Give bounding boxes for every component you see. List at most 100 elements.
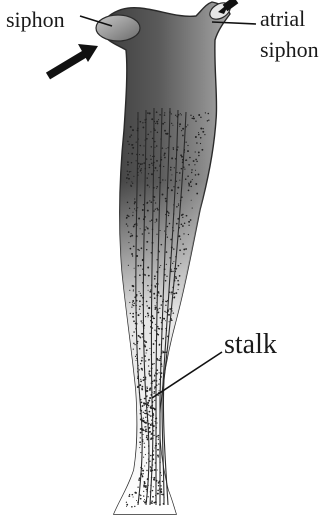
stipple-dot bbox=[175, 268, 177, 270]
stipple-dot bbox=[135, 492, 137, 494]
stipple-dot bbox=[134, 208, 135, 209]
stipple-dot bbox=[174, 296, 175, 297]
stipple-dot bbox=[150, 470, 152, 472]
stipple-dot bbox=[171, 113, 172, 114]
stipple-dot bbox=[134, 201, 136, 203]
stipple-dot bbox=[151, 392, 152, 393]
stipple-dot bbox=[170, 167, 172, 169]
stipple-dot bbox=[152, 438, 153, 439]
stipple-dot bbox=[140, 363, 141, 364]
stipple-dot bbox=[152, 503, 153, 504]
stipple-dot bbox=[158, 482, 160, 484]
stipple-dot bbox=[131, 233, 132, 234]
stipple-dot bbox=[139, 154, 140, 155]
stipple-dot bbox=[165, 352, 167, 354]
stipple-dot bbox=[187, 150, 189, 152]
stipple-dot bbox=[175, 271, 176, 272]
stipple-dot bbox=[178, 284, 180, 286]
stipple-dot bbox=[147, 316, 148, 317]
stipple-dot bbox=[182, 217, 183, 218]
stipple-dot bbox=[169, 223, 171, 225]
stipple-dot bbox=[129, 290, 130, 291]
stipple-dot bbox=[140, 444, 141, 445]
stipple-dot bbox=[170, 169, 172, 171]
stipple-dot bbox=[150, 333, 151, 334]
stipple-dot bbox=[148, 485, 149, 486]
stipple-dot bbox=[126, 217, 128, 219]
stipple-dot bbox=[144, 482, 146, 484]
stipple-dot bbox=[147, 420, 149, 422]
stipple-dot bbox=[158, 443, 159, 444]
stipple-dot bbox=[153, 343, 155, 345]
stipple-dot bbox=[159, 182, 161, 184]
stipple-dot bbox=[158, 177, 159, 178]
stipple-dot bbox=[140, 498, 142, 500]
stipple-dot bbox=[177, 193, 178, 194]
stipple-dot bbox=[153, 352, 154, 353]
stipple-dot bbox=[135, 328, 136, 329]
stipple-dot bbox=[129, 494, 130, 495]
stipple-dot bbox=[133, 176, 134, 177]
stipple-dot bbox=[159, 114, 161, 116]
stipple-dot bbox=[139, 348, 141, 350]
stipple-dot bbox=[194, 164, 195, 165]
stipple-dot bbox=[155, 123, 156, 124]
stipple-dot bbox=[195, 170, 196, 171]
stipple-dot bbox=[165, 305, 166, 306]
stipple-dot bbox=[137, 371, 139, 373]
stipple-dot bbox=[126, 502, 127, 503]
stipple-dot bbox=[170, 239, 172, 241]
stipple-dot bbox=[167, 300, 169, 302]
stipple-dot bbox=[135, 223, 137, 225]
stipple-dot bbox=[155, 167, 157, 169]
stipple-dot bbox=[139, 441, 141, 443]
stipple-dot bbox=[157, 469, 158, 470]
stipple-dot bbox=[192, 179, 193, 180]
stipple-dot bbox=[137, 129, 139, 131]
stipple-dot bbox=[172, 287, 174, 289]
stipple-dot bbox=[190, 115, 191, 116]
stipple-dot bbox=[167, 187, 169, 189]
stipple-dot bbox=[151, 219, 153, 221]
stipple-dot bbox=[139, 166, 140, 167]
stipple-dot bbox=[184, 149, 185, 150]
stipple-dot bbox=[146, 349, 147, 350]
stipple-dot bbox=[142, 259, 144, 261]
stipple-dot bbox=[130, 171, 131, 172]
stipple-dot bbox=[167, 310, 169, 312]
stipple-dot bbox=[147, 388, 148, 389]
stipple-dot bbox=[158, 293, 159, 294]
stipple-dot bbox=[149, 200, 150, 201]
oral-siphon-opening bbox=[96, 15, 140, 41]
stipple-dot bbox=[156, 271, 158, 273]
stipple-dot bbox=[171, 293, 172, 294]
stipple-dot bbox=[154, 147, 155, 148]
stipple-dot bbox=[150, 155, 151, 156]
stipple-dot bbox=[153, 477, 155, 479]
stipple-dot bbox=[156, 218, 158, 220]
stipple-dot bbox=[158, 485, 159, 486]
stipple-dot bbox=[138, 291, 139, 292]
stipple-dot bbox=[143, 162, 145, 164]
stipple-dot bbox=[200, 143, 201, 144]
stipple-dot bbox=[167, 237, 168, 238]
stipple-dot bbox=[165, 328, 166, 329]
stipple-dot bbox=[173, 312, 174, 313]
stipple-dot bbox=[166, 330, 167, 331]
stipple-dot bbox=[146, 249, 147, 250]
stipple-dot bbox=[144, 216, 146, 218]
stipple-dot bbox=[154, 278, 156, 280]
stipple-dot bbox=[168, 215, 169, 216]
stipple-dot bbox=[159, 165, 161, 167]
stipple-dot bbox=[203, 128, 204, 129]
stipple-dot bbox=[182, 159, 184, 161]
stipple-dot bbox=[136, 160, 137, 161]
stipple-dot bbox=[139, 300, 141, 302]
stipple-dot bbox=[172, 310, 173, 311]
stipple-dot bbox=[156, 451, 157, 452]
stipple-dot bbox=[149, 112, 151, 114]
stipple-dot bbox=[140, 265, 142, 267]
stipple-dot bbox=[149, 348, 150, 349]
stipple-dot bbox=[187, 175, 189, 177]
stipple-dot bbox=[131, 235, 133, 237]
